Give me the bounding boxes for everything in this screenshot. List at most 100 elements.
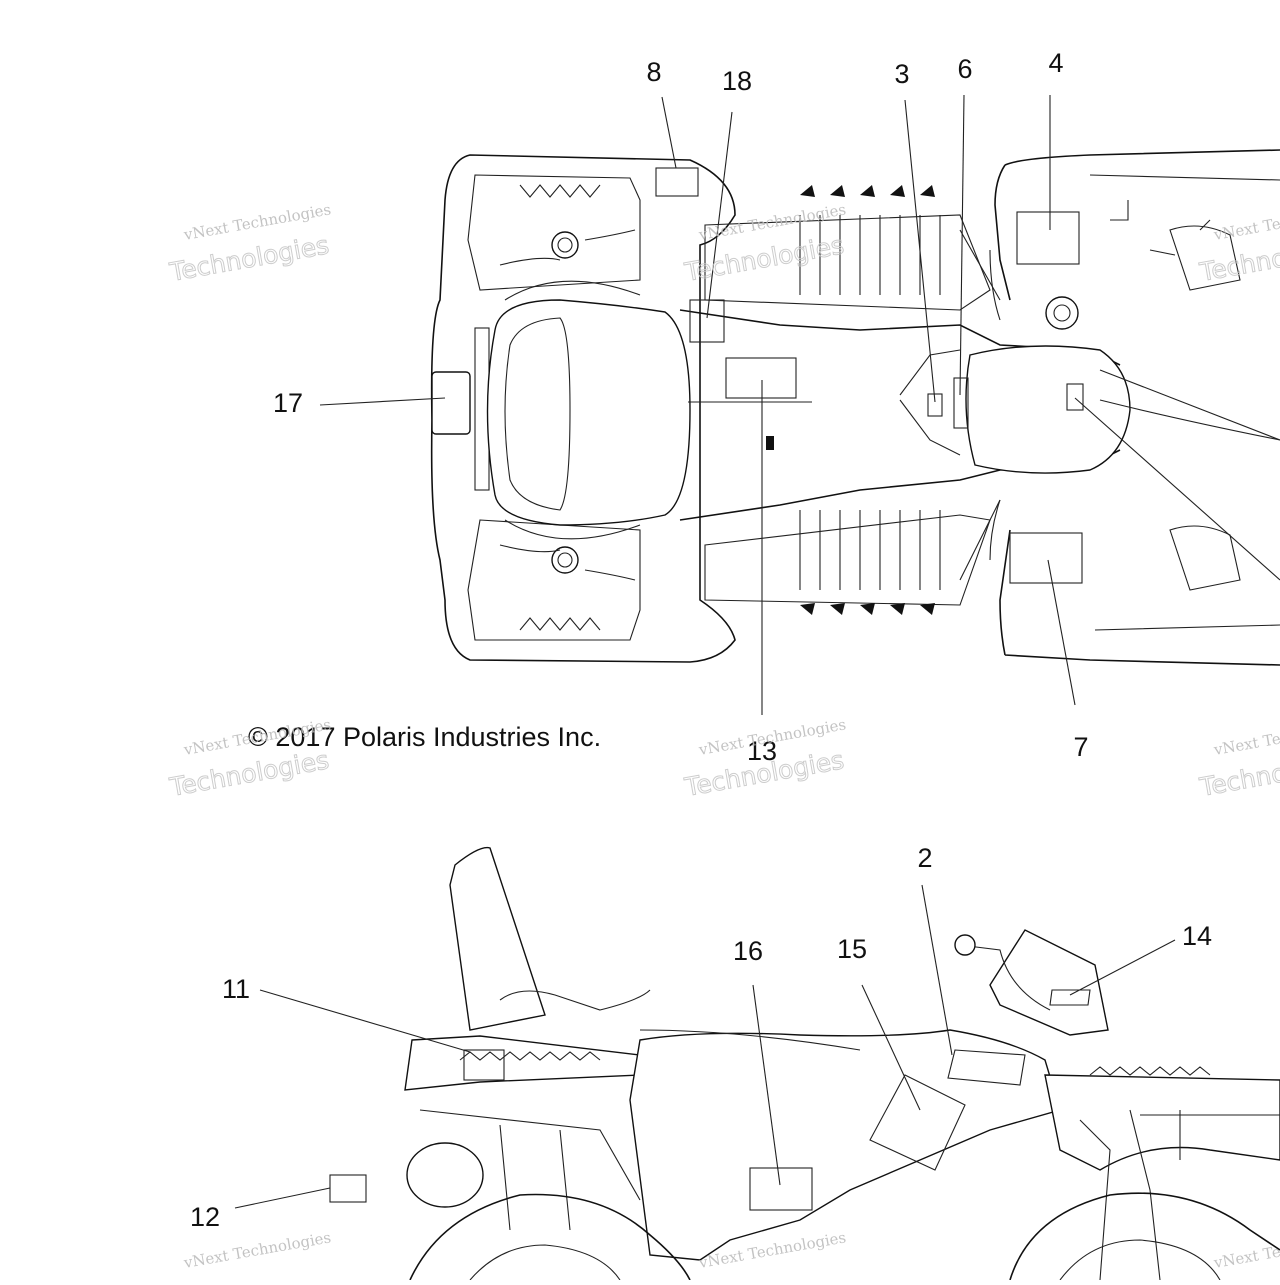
svg-text:vNext Technologies: vNext Technologies [182,1228,333,1272]
callout-3: 3 [894,59,909,89]
callout-6: 6 [957,54,972,84]
rack-teeth-upper [519,184,601,198]
svg-text:vNext Technologies: vNext Technologies [1212,1228,1280,1272]
front-cap [1045,296,1079,330]
leader-7 [1047,559,1076,706]
front-cap-inner [1053,304,1071,322]
decal-14 [1049,989,1091,1006]
callout-16: 16 [733,936,763,966]
rear-rack-side [404,1035,641,1091]
leader-15 [861,984,921,1111]
leader-17 [319,397,446,406]
watermark: vNext Technologies Technologies [166,200,332,287]
decal-2 [947,1049,1026,1086]
front-frame [1140,1110,1280,1160]
grab-handle [499,989,651,1011]
rear-wheel-inner [469,1244,621,1281]
decal-15 [869,1074,966,1171]
leader-14 [1069,939,1176,996]
leader-16 [752,984,781,1186]
callout-2: 2 [917,843,932,873]
callout-12: 12 [190,1202,220,1232]
front-fender [994,149,1280,666]
leader-11 [259,989,471,1053]
rack-teeth-lower [519,617,601,631]
rear-hitch [431,371,471,435]
svg-text:vNext Technologies: vNext Technologies [1212,715,1280,759]
mount-upper [551,231,579,259]
mount-lower-inner [557,552,573,568]
front-rack-ribs [1089,1066,1211,1076]
footrest-cleats-upper [800,185,935,197]
chain-upper [499,229,636,266]
callout-18: 18 [722,66,752,96]
watermark: vNext Technologies Technologies [681,715,847,802]
leader-3 [904,99,936,403]
handlebar-pod-side [989,929,1109,1036]
copyright-notice: © 2017 Polaris Industries Inc. [248,722,601,752]
mount-lower [551,546,579,574]
mount-upper-inner [557,237,573,253]
leader-6 [959,94,965,396]
rear-rack-lower [467,519,641,641]
watermark: vNext Technologies [182,1228,333,1272]
callout-4: 4 [1048,48,1063,78]
footrest-treads-lower [799,510,941,590]
seat-top-side [639,1029,861,1051]
atv-top-view [319,94,1280,715]
tank-nose [899,349,961,456]
rear-frame [419,1109,641,1231]
decal-8 [655,167,699,197]
callout-15: 15 [837,934,867,964]
decal-7 [1066,383,1084,411]
callout-labels: 8 18 3 6 4 17 13 7 2 14 16 15 11 12 [190,48,1212,1232]
callout-13: 13 [747,736,777,766]
leader-8 [661,96,677,169]
leader-18 [706,111,733,319]
decal-4 [1016,211,1080,265]
passenger-backrest [449,846,546,1031]
front-rack-panel-lower [1169,525,1241,591]
decal-12 [329,1174,367,1203]
front-suspension [1079,1109,1161,1281]
front-rack-rails [1089,174,1280,631]
watermark: vNext Technologies Technologies [1196,715,1280,802]
decal-11 [463,1049,505,1081]
main-body-side [629,1029,1061,1261]
seat-arc-upper [504,280,641,301]
leader-2 [921,884,953,1056]
handlebar-grips [959,229,1001,581]
decal-13 [725,357,797,399]
callout-14: 14 [1182,921,1212,951]
front-wheel [1009,1192,1280,1281]
rear-rack-ribs [459,1051,601,1061]
front-rack-details-a [1110,200,1211,256]
callout-11: 11 [222,974,250,1004]
svg-text:vNext Technologies: vNext Technologies [1212,200,1280,244]
watermark: vNext Technologies Technologies [166,715,332,802]
atv-side-view [234,846,1280,1281]
watermark: vNext Technologies [1212,1228,1280,1272]
front-line [1099,399,1280,441]
rear-fender [430,154,736,663]
leader-12 [234,1187,331,1209]
front-wheel-inner [1059,1239,1221,1281]
decal-16 [749,1167,813,1211]
seat-back [504,317,571,511]
rear-rack [467,174,641,291]
leader-front [1099,369,1280,441]
seat-arc-lower [504,519,641,540]
rear-wheel [409,1193,691,1281]
leader-7b [1074,397,1280,581]
watermark: vNext Technologies Technologies [1196,200,1280,287]
footrest-cleats-lower [800,603,935,615]
handlebar-side [959,944,1051,1011]
decal-18 [689,299,725,343]
front-fender-side [1044,1074,1280,1171]
seat [486,299,691,526]
gas-cap [766,436,774,450]
rear-light-housing [406,1142,484,1208]
front-rack-panel-upper [1169,225,1241,291]
